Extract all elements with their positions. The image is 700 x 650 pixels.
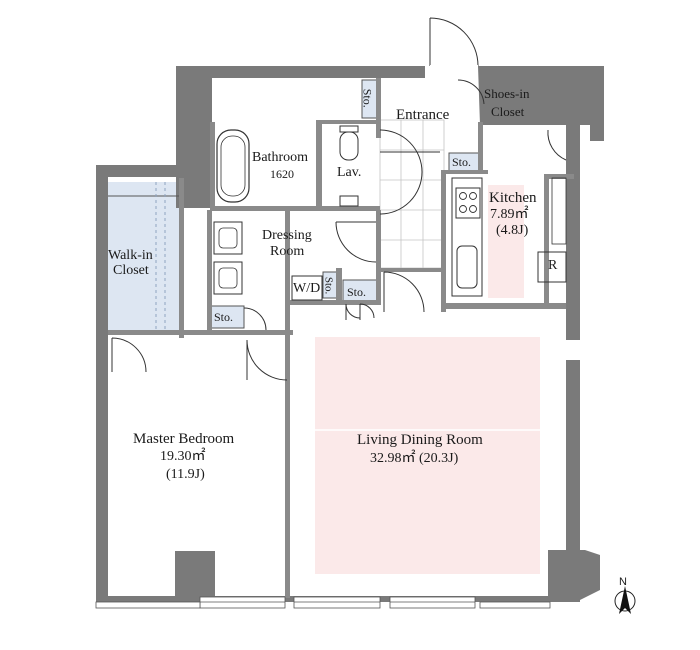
windows bbox=[95, 596, 551, 609]
entrance-label: Entrance bbox=[396, 107, 450, 123]
basin-upper bbox=[213, 221, 243, 255]
bathroom-label: Bathroom bbox=[252, 150, 308, 165]
shoes-closet-label-2: Closet bbox=[491, 104, 525, 119]
bathtub bbox=[216, 129, 250, 203]
master-bedroom-area: 19.30㎡ bbox=[160, 449, 206, 464]
kitchen-jo-label: (4.8J) bbox=[496, 223, 529, 238]
basin-upper-bowl bbox=[218, 227, 238, 249]
walkin-label-2: Closet bbox=[113, 263, 149, 278]
kitchen-label: Kitchen bbox=[489, 190, 537, 206]
burner-3 bbox=[459, 205, 467, 213]
interior-walls bbox=[108, 78, 574, 598]
toilet bbox=[339, 131, 359, 161]
dressing-label-2: Room bbox=[270, 244, 305, 259]
bathroom-size-label: 1620 bbox=[270, 167, 294, 181]
shoes-closet-label-1: Shoes-in bbox=[484, 86, 530, 101]
sto-hall-label: Sto. bbox=[347, 285, 367, 299]
doors bbox=[111, 17, 567, 381]
bathtub-inner bbox=[220, 135, 246, 197]
master-bedroom-label: Master Bedroom bbox=[133, 431, 235, 447]
master-bedroom-jo: (11.9J) bbox=[166, 467, 205, 482]
burner-1 bbox=[459, 192, 467, 200]
entrance-tiles bbox=[379, 119, 445, 269]
washer-dryer bbox=[291, 275, 323, 301]
lav-counter bbox=[339, 195, 359, 207]
walkin-label-1: Walk-in bbox=[108, 248, 153, 263]
burner-4 bbox=[469, 205, 477, 213]
stove bbox=[455, 187, 481, 219]
lav-label: Lav. bbox=[337, 165, 362, 180]
fridge-box bbox=[537, 251, 567, 283]
sto-kitchen-label: Sto. bbox=[452, 155, 472, 169]
living-dining-area: 32.98㎡ (20.3J) bbox=[370, 451, 459, 466]
kitchen-sink bbox=[456, 245, 478, 289]
toilet-tank bbox=[339, 125, 359, 133]
pantry-box bbox=[551, 177, 567, 245]
burner-2 bbox=[469, 192, 477, 200]
kitchen-floor-area bbox=[488, 185, 524, 298]
kitchen-area-label: 7.89㎡ bbox=[490, 207, 529, 222]
walkin-closet-area bbox=[108, 182, 179, 332]
basin-lower-bowl bbox=[218, 267, 238, 289]
compass-label: N bbox=[619, 576, 627, 588]
living-room-floor-area bbox=[315, 337, 540, 574]
compass-icon bbox=[614, 586, 636, 614]
dressing-label-1: Dressing bbox=[262, 228, 312, 243]
living-dining-label: Living Dining Room bbox=[357, 432, 483, 448]
kitchen-counter bbox=[451, 177, 483, 297]
sto-walkin-label: Sto. bbox=[214, 310, 234, 324]
basin-lower bbox=[213, 261, 243, 295]
fridge-label: R bbox=[548, 258, 558, 273]
sto-entrance-label: Sto. bbox=[360, 88, 375, 108]
wd-label: W/D bbox=[293, 281, 321, 296]
sto-wd-label: Sto. bbox=[322, 276, 335, 295]
